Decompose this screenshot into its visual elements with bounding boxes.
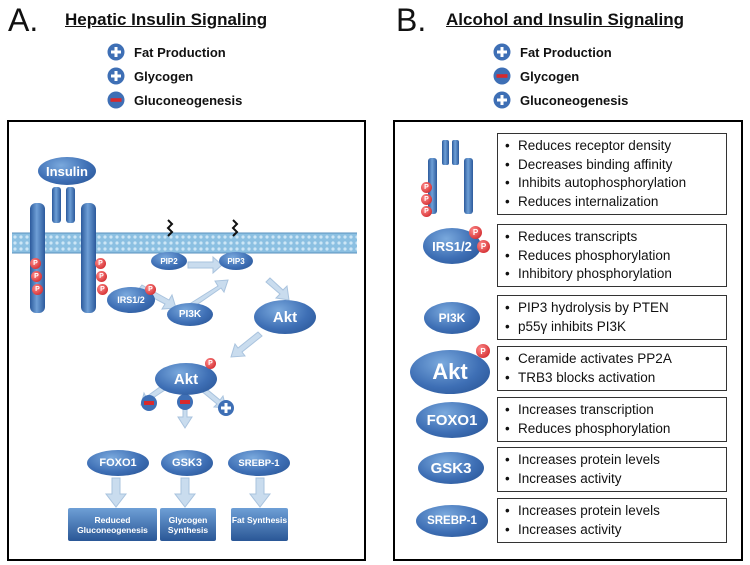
phospho-icon: P (32, 284, 43, 295)
outcome-fat: Fat Synthesis (231, 515, 288, 525)
effect-item: Reduces receptor density (505, 137, 720, 156)
effect-item: Increases activity (505, 521, 720, 540)
effect-item: Decreases binding affinity (505, 156, 720, 175)
minus-icon (107, 91, 125, 109)
effect-item: Ceramide activates PP2A (505, 350, 720, 369)
phospho-icon: P (205, 358, 216, 369)
panel-b-legend-item: Gluconeogenesis (493, 91, 628, 109)
legend-label: Fat Production (134, 44, 226, 60)
outcome-box-glycogen (160, 508, 216, 541)
outcome-gluconeogenesis: Reduced Gluconeogenesis (77, 515, 148, 535)
outcome-box-fat (231, 508, 288, 541)
plus-icon (107, 67, 125, 85)
phospho-icon: P (97, 284, 108, 295)
akt-node-active: Akt (155, 363, 217, 395)
effect-item: Inhibitory phosphorylation (505, 265, 720, 284)
panel-a-title: Hepatic Insulin Signaling (65, 10, 268, 29)
srebp1-node: SREBP-1 (228, 450, 290, 476)
effect-item: Reduces phosphorylation (505, 247, 720, 266)
outcome-box-gluconeogenesis (68, 508, 157, 541)
foxo1-node: FOXO1 (87, 450, 149, 476)
phospho-icon: P (95, 258, 106, 269)
panel-a-legend-item: Glycogen (107, 67, 193, 85)
effect-item: p55γ inhibits PI3K (505, 318, 720, 337)
minus-icon (493, 67, 511, 85)
effect-item: Increases transcription (505, 401, 720, 420)
legend-label: Fat Production (520, 44, 612, 60)
plus-icon (493, 91, 511, 109)
gsk3-effects-box: Increases protein levels Increases activ… (497, 447, 727, 492)
foxo1-effects-box: Increases transcription Reduces phosphor… (497, 397, 727, 442)
gsk3-node-b: GSK3 (418, 452, 484, 484)
pip3-lipid-icon (231, 219, 239, 237)
panel-a-legend-item: Fat Production (107, 43, 226, 61)
legend-label: Gluconeogenesis (134, 92, 243, 108)
pi3k-node: PI3K (167, 303, 213, 326)
phospho-icon: P (31, 271, 42, 282)
effect-item: Increases protein levels (505, 502, 720, 521)
panel-b-title: Alcohol and Insulin Signaling (446, 10, 684, 29)
pi3k-node-b: PI3K (424, 302, 480, 334)
pip3-node: PIP3 (219, 252, 253, 270)
effect-item: Reduces phosphorylation (505, 420, 720, 439)
pi3k-effects-box: PIP3 hydrolysis by PTEN p55γ inhibits PI… (497, 295, 727, 340)
akt-effects-box: Ceramide activates PP2A TRB3 blocks acti… (497, 346, 727, 391)
effect-item: Inhibits autophosphorylation (505, 174, 720, 193)
plus-icon (493, 43, 511, 61)
panel-b-letter: B. (396, 2, 427, 38)
phospho-icon: P (421, 206, 432, 217)
phospho-icon: P (421, 182, 432, 193)
legend-label: Glycogen (520, 68, 580, 84)
effect-item: PIP3 hydrolysis by PTEN (505, 299, 720, 318)
legend-label: Gluconeogenesis (520, 92, 629, 108)
phospho-icon: P (421, 194, 432, 205)
activate-icon (218, 400, 234, 416)
inhibit-icon (177, 394, 193, 410)
panel-b-legend-item: Glycogen (493, 67, 579, 85)
insulin-node: Insulin (38, 157, 96, 185)
plus-icon (107, 43, 125, 61)
legend-label: Glycogen (134, 68, 194, 84)
effect-item: TRB3 blocks activation (505, 369, 720, 388)
phospho-icon: P (145, 284, 156, 295)
outcome-glycogen: Glycogen Synthesis (167, 515, 209, 535)
pip2-node: PIP2 (151, 252, 187, 270)
srebp1-node-b: SREBP-1 (416, 505, 488, 537)
panel-a-letter: A. (8, 2, 39, 38)
pip2-lipid-icon (166, 219, 174, 237)
irs-effects-box: Reduces transcripts Reduces phosphorylat… (497, 224, 727, 287)
cell-membrane (12, 233, 357, 253)
akt-node-b: Akt (410, 350, 490, 394)
inhibit-icon (141, 395, 157, 411)
gsk3-node: GSK3 (161, 450, 213, 476)
phospho-icon: P (469, 226, 482, 239)
receptor-effects-box: Reduces receptor density Decreases bindi… (497, 133, 727, 215)
phospho-icon: P (96, 271, 107, 282)
insulin-receptor-icon (428, 140, 473, 214)
effect-item: Reduces internalization (505, 193, 720, 212)
srebp1-effects-box: Increases protein levels Increases activ… (497, 498, 727, 543)
phospho-icon: P (477, 240, 490, 253)
phospho-icon: P (30, 258, 41, 269)
effect-item: Increases activity (505, 470, 720, 489)
panel-b-legend-item: Fat Production (493, 43, 612, 61)
effect-item: Increases protein levels (505, 451, 720, 470)
phospho-icon: P (476, 344, 490, 358)
akt-node-membrane: Akt (254, 300, 316, 334)
effect-item: Reduces transcripts (505, 228, 720, 247)
foxo1-node-b: FOXO1 (416, 402, 488, 438)
panel-a-legend-item: Gluconeogenesis (107, 91, 242, 109)
